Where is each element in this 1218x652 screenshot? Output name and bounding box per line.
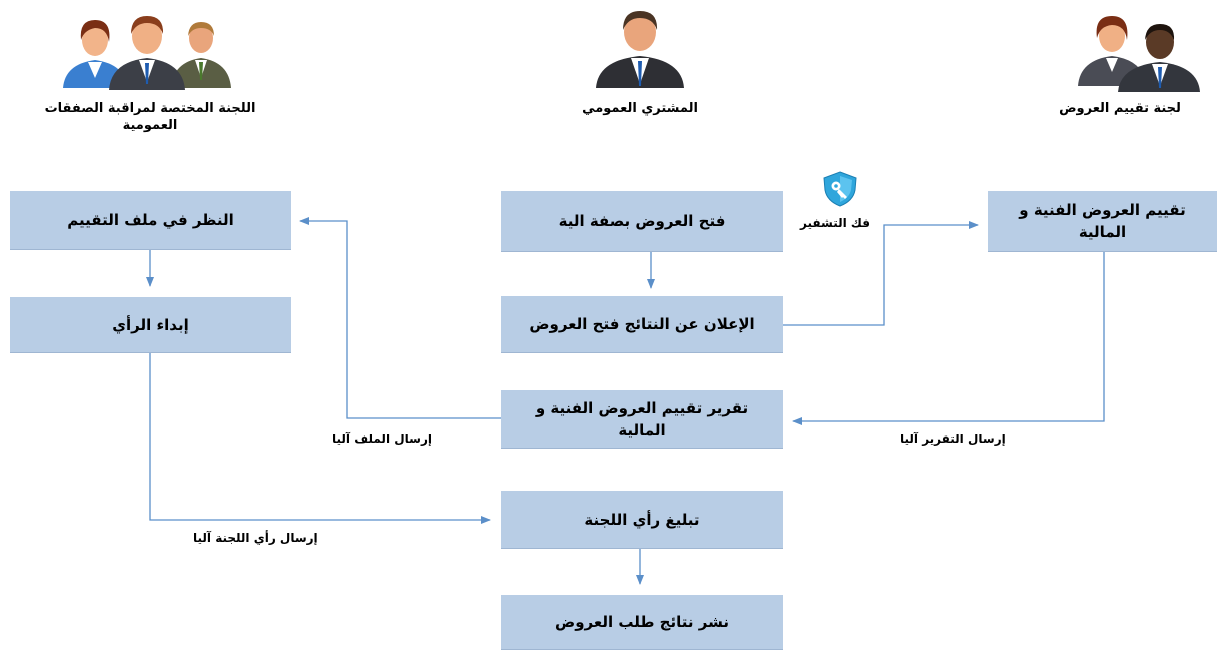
group-people-icon <box>63 16 231 90</box>
arrow-report-to-review <box>299 217 501 419</box>
box-notify-opinion: تبليغ رأي اللجنة <box>501 491 783 549</box>
committee-control-actor <box>55 6 235 90</box>
arrow-opinion-to-notify <box>149 353 491 524</box>
person-icon <box>596 11 684 88</box>
box-review-file: النظر في ملف التقييم <box>10 191 291 250</box>
box-give-opinion: إبداء الرأي <box>10 297 291 353</box>
committee-control-label: اللجنة المختصة لمراقبة الصفقات العمومية <box>44 101 256 133</box>
box-open-offers: فتح العروض بصفة الية <box>501 191 783 252</box>
evaluation-committee-actor <box>1072 6 1202 92</box>
evaluation-committee-label: لجنة تقييم العروض <box>1059 101 1181 116</box>
shield-key-icon <box>820 170 860 208</box>
label-send-opinion: إرسال رأي اللجنة آليا <box>193 531 318 545</box>
label-send-report: إرسال التقرير آليا <box>900 432 1006 446</box>
box-evaluation-report: تقرير تقييم العروض الفنية و المالية <box>501 390 783 449</box>
box-publish-results: نشر نتائج طلب العروض <box>501 595 783 650</box>
buyer-label: المشتري العمومي <box>582 101 698 116</box>
box-announce-results: الإعلان عن النتائج فتح العروض <box>501 296 783 353</box>
buyer-actor <box>590 4 690 88</box>
arrow-announce-to-evaluate <box>783 221 979 326</box>
arrow-evaluate-to-report <box>792 252 1105 425</box>
box-evaluate-offers: تقييم العروض الفنية و المالية <box>988 191 1217 252</box>
two-people-icon <box>1078 16 1200 92</box>
label-send-file: إرسال الملف آليا <box>332 432 432 446</box>
label-decrypt: فك التشفير <box>800 216 870 230</box>
